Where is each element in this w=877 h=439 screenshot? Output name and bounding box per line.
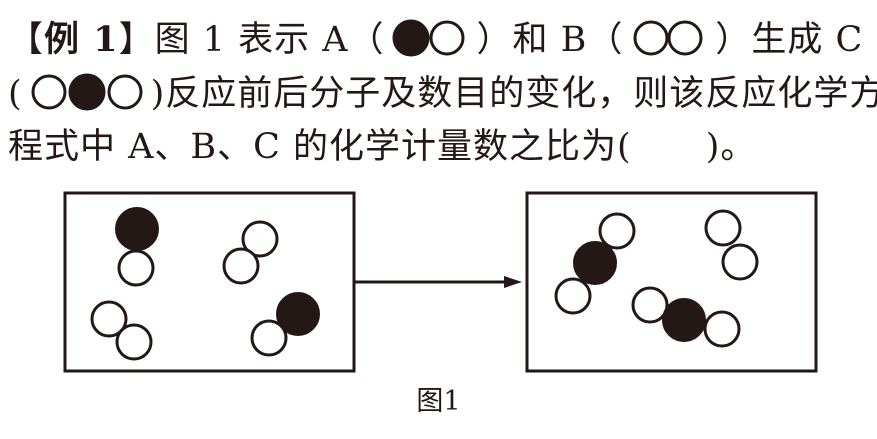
molecule-b bbox=[704, 209, 759, 281]
molecule-a bbox=[250, 292, 320, 357]
bracket-right: 】 bbox=[118, 20, 155, 60]
before-box bbox=[63, 191, 356, 373]
line1-text-a: 图 1 表示 A（ bbox=[154, 20, 385, 60]
figure-caption: 图1 bbox=[416, 386, 461, 417]
line1-text-b: ）和 B（ bbox=[476, 20, 624, 60]
molecule-b bbox=[90, 300, 153, 361]
line3-text-a: 程式中 A、B、C 的化学计量数之比为( bbox=[8, 127, 632, 167]
problem-line-1: 【例 1】图 1 表示 A（ ）和 B（ ）生成 C bbox=[8, 18, 863, 62]
line3-text-b: )。 bbox=[705, 127, 757, 167]
molecule-c bbox=[554, 212, 636, 315]
bracket-left: 【 bbox=[8, 20, 45, 60]
molecule-c-icon bbox=[31, 73, 143, 111]
molecule-b bbox=[222, 220, 279, 285]
problem-line-3: 程式中 A、B、C 的化学计量数之比为( )。 bbox=[8, 125, 756, 169]
line2-text: )反应前后分子及数目的变化，则该反应化学方 bbox=[150, 74, 877, 114]
line2-paren: ( bbox=[8, 74, 23, 114]
example-label: 例 1 bbox=[44, 19, 119, 60]
molecule-a-icon bbox=[392, 19, 464, 57]
after-box bbox=[525, 191, 818, 373]
reaction-arrow bbox=[354, 276, 522, 288]
problem-line-2: ( )反应前后分子及数目的变化，则该反应化学方 bbox=[8, 72, 877, 116]
molecule-c bbox=[631, 286, 741, 348]
molecule-a bbox=[115, 207, 159, 287]
line1-text-c: ）生成 C bbox=[715, 20, 864, 60]
molecule-b-icon bbox=[633, 20, 703, 56]
